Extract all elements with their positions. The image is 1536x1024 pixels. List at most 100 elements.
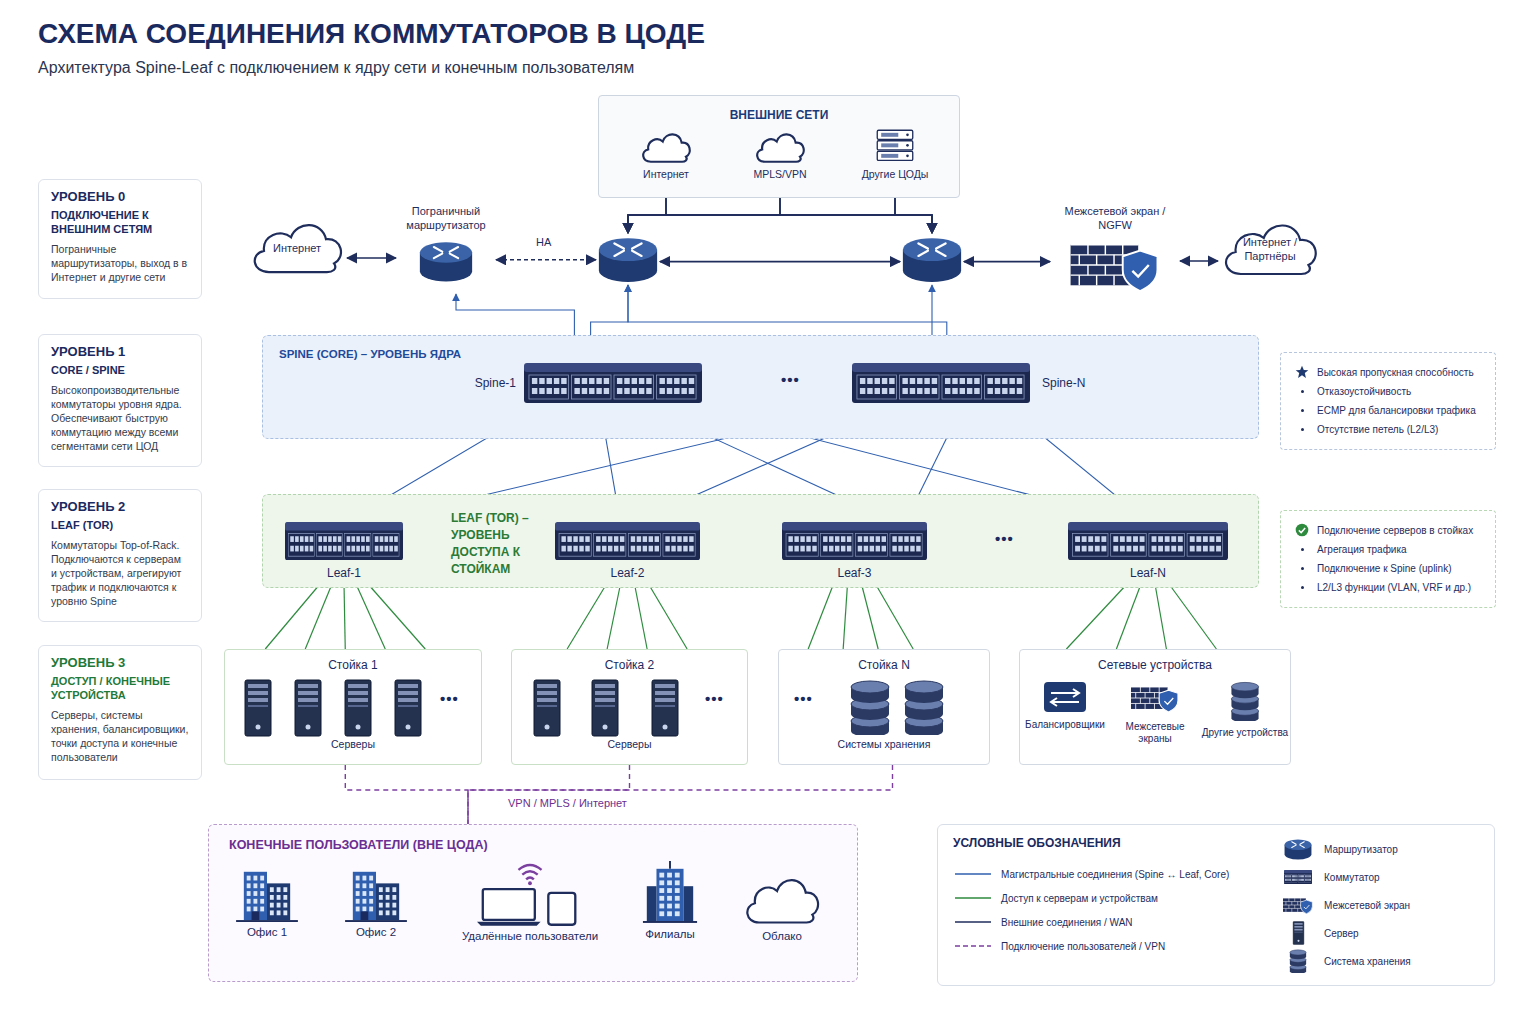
drawing-part (561, 378, 566, 384)
drawing-part (1096, 255, 1097, 265)
drawing-part (1017, 378, 1022, 384)
feature-marker (1293, 523, 1311, 537)
device-label: Балансировщики (1025, 719, 1105, 731)
drawing-part (1196, 546, 1201, 552)
drawing-part (1165, 546, 1170, 552)
drawing-part (902, 378, 907, 384)
drawing-part (328, 546, 332, 552)
drawing-part (602, 536, 606, 542)
drawing-part (589, 378, 594, 384)
drawing-part (917, 378, 922, 384)
drawing-part (637, 546, 641, 552)
drawing-part (1296, 524, 1309, 537)
drawing-part (1290, 950, 1306, 955)
drawing-part (1113, 546, 1118, 552)
drawing-part (1230, 681, 1260, 721)
drawing-part (1285, 902, 1286, 905)
connector-label: HA (533, 236, 554, 248)
drawing-part (277, 903, 281, 908)
drawing-part (659, 873, 664, 878)
drawing-part (1294, 931, 1302, 933)
drawing-part (1292, 921, 1305, 945)
drawing-part (689, 536, 693, 542)
drawing-part (663, 725, 668, 730)
drawing-part (596, 546, 600, 552)
drawing-part (1101, 546, 1106, 552)
feature-marker (1293, 384, 1311, 398)
drawing-part (595, 705, 615, 707)
drawing-part (924, 388, 929, 394)
drawing-part (1284, 870, 1312, 884)
drawing-part (1294, 879, 1296, 881)
ellipsis: ••• (794, 690, 813, 707)
drawing-part (652, 680, 678, 736)
cloud-label: Интернет (273, 235, 321, 255)
drawing-part (1043, 681, 1087, 713)
drawing-part (256, 725, 261, 730)
drawing-part (591, 679, 619, 737)
drawing-part (1284, 870, 1312, 873)
drawing-part (655, 691, 675, 695)
drawing-part (677, 546, 681, 552)
drawing-part (389, 546, 393, 552)
drawing-part (1087, 245, 1088, 255)
drawing-part (675, 911, 680, 916)
drawing-part (663, 533, 695, 556)
feature-marker (1293, 542, 1311, 556)
connector-line (567, 584, 606, 649)
feature-text: Агрегация трафика (1317, 543, 1407, 556)
drawing-part (1187, 533, 1223, 556)
feature-text: ECMP для балансировки трафика (1317, 404, 1476, 417)
drawing-part (420, 242, 472, 263)
connector-fan (265, 584, 425, 649)
drawing-part (1017, 388, 1022, 394)
drawing-part (1140, 536, 1145, 542)
drawing-part (1075, 536, 1080, 542)
connector-line (368, 584, 425, 649)
drawing-part (1226, 225, 1316, 274)
connector (347, 257, 396, 259)
drawing-part (534, 680, 560, 736)
drawing-part (356, 899, 360, 904)
drawing-part (858, 546, 862, 552)
rack-heading: Стойка 2 (605, 657, 655, 673)
drawing-part (348, 705, 368, 707)
drawing-part (306, 725, 311, 730)
drawing-part (555, 522, 700, 560)
drawing-part (960, 378, 965, 384)
icon (782, 522, 927, 560)
drawing-part (857, 375, 897, 399)
drawing-part (667, 911, 672, 916)
drawing-part (659, 904, 664, 909)
drawing-part (247, 883, 251, 888)
drawing-part (1295, 523, 1309, 537)
drawing-part (595, 684, 615, 688)
leaf-node: Leaf-1 (285, 522, 403, 584)
drawing-part (904, 536, 908, 542)
drawing-part (373, 533, 399, 556)
drawing-part (741, 870, 823, 926)
drawing-part (753, 128, 807, 164)
drawing-part (1165, 536, 1170, 542)
drawing-part (1296, 875, 1298, 877)
drawing-part (782, 522, 927, 531)
drawing-part (1190, 536, 1195, 542)
drawing-part (667, 888, 672, 893)
drawing-part (631, 546, 635, 552)
drawing-part (916, 546, 920, 552)
drawing-part (1287, 875, 1289, 877)
legend-row: Подключение пользователей / VPN (955, 938, 1165, 954)
drawing-part (995, 388, 1000, 394)
drawing-part (667, 880, 672, 885)
drawing-part (659, 378, 664, 384)
drawing-part (1044, 682, 1086, 712)
drawing-part (910, 388, 915, 394)
drawing-part (835, 546, 839, 552)
rtext-node: Межсетевой экран / NGFW (1050, 204, 1180, 296)
drawing-part (651, 679, 679, 737)
csm-node: Другие ЦОДы (848, 128, 942, 190)
drawing-part (1120, 536, 1125, 542)
legend-sample (1280, 869, 1316, 885)
csm-node: Интернет (630, 128, 702, 190)
drawing-part (554, 378, 559, 384)
